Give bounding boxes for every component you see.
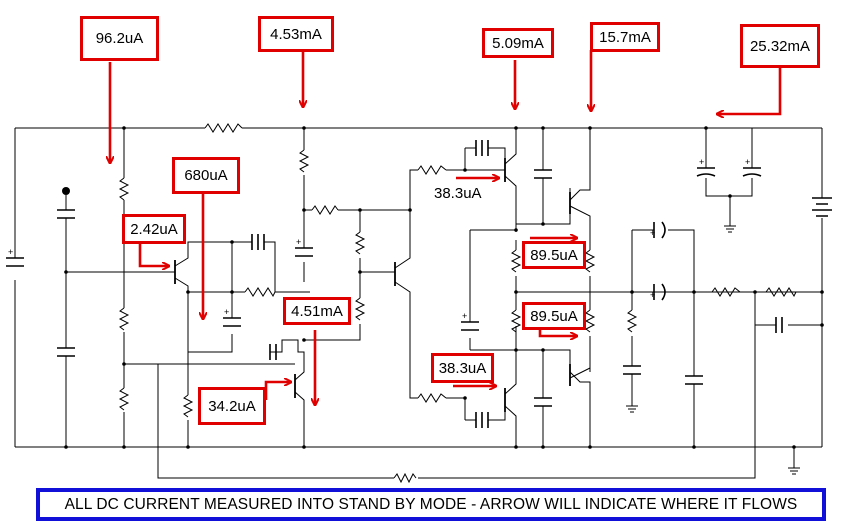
- resistor-r5: [244, 287, 276, 298]
- resistor-r13: [510, 309, 522, 333]
- resistor-r14: [584, 249, 596, 273]
- cap-col-top: [534, 169, 552, 179]
- cap-col-bot: [534, 397, 552, 407]
- resistor-r11: [417, 393, 447, 403]
- cap-drv-top: [475, 140, 489, 156]
- cap-supply-b: [742, 167, 762, 177]
- label-89-5uA-upper: 89.5uA: [522, 241, 586, 269]
- resistor-top-rail: [204, 123, 243, 133]
- resistor-r3: [118, 387, 130, 411]
- resistors: [118, 123, 797, 484]
- cap-q2: [269, 344, 277, 360]
- wiring: [14, 127, 823, 479]
- label-15-7mA: 15.7mA: [590, 22, 660, 52]
- resistor-feedback: [393, 472, 417, 484]
- ground-symbols: [626, 225, 800, 475]
- svg-text:+: +: [224, 307, 229, 317]
- cap-left-rail: [6, 257, 24, 267]
- resistor-r15: [584, 309, 596, 333]
- cap-q1: [251, 234, 259, 250]
- cap-out-c: [775, 317, 783, 333]
- junctions: [64, 126, 824, 449]
- label-38-3uA-bottom: 38.3uA: [431, 353, 494, 383]
- label-89-5uA-lower: 89.5uA: [522, 302, 586, 330]
- cap-out-b: [653, 283, 666, 301]
- svg-text:+: +: [650, 228, 655, 238]
- cap-supply-a: [696, 167, 716, 177]
- arrow-89-5uA-lower: [538, 330, 576, 336]
- resistor-r8: [354, 231, 366, 255]
- resistor-r17: [711, 287, 741, 297]
- cap-mid: [223, 317, 241, 327]
- label-34-2uA: 34.2uA: [198, 387, 266, 425]
- transistors: [174, 158, 571, 412]
- arrow-2-42uA: [138, 244, 168, 266]
- polarity-marks: + + + + + + + +: [8, 157, 750, 321]
- label-4-53mA: 4.53mA: [258, 16, 334, 52]
- capacitors: [6, 140, 783, 428]
- svg-text:+: +: [745, 157, 750, 167]
- resistor-r7: [311, 205, 339, 215]
- cap-zobel: [685, 375, 703, 385]
- label-2-42uA: 2.42uA: [122, 214, 186, 244]
- input-terminal: [62, 187, 70, 195]
- label-96-2uA: 96.2uA: [80, 16, 159, 61]
- footer-caption: ALL DC CURRENT MEASURED INTO STAND BY MO…: [36, 488, 826, 521]
- current-arrows: [110, 50, 782, 404]
- cap-drv-bot: [475, 412, 489, 428]
- resistor-r4: [182, 394, 194, 418]
- label-4-51mA: 4.51mA: [283, 297, 351, 325]
- footer-text: ALL DC CURRENT MEASURED INTO STAND BY MO…: [64, 495, 798, 513]
- resistor-r6: [298, 149, 310, 173]
- cap-input: [57, 209, 75, 219]
- svg-text:+: +: [650, 290, 655, 300]
- arrow-25-32mA: [718, 68, 782, 114]
- resistor-r1: [118, 177, 130, 201]
- resistor-r9: [354, 297, 366, 321]
- cap-input-low: [57, 347, 75, 357]
- label-5-09mA: 5.09mA: [482, 28, 554, 58]
- cap-upper: [295, 247, 313, 257]
- resistor-r10: [417, 165, 447, 175]
- label-38-3uA-top: 38.3uA: [434, 185, 482, 202]
- arrow-34-2uA: [264, 382, 290, 400]
- cap-center: [461, 321, 479, 331]
- resistor-r16: [626, 309, 638, 333]
- resistor-r2: [118, 307, 130, 331]
- label-680uA: 680uA: [172, 157, 240, 194]
- cap-filter: [623, 365, 641, 375]
- svg-text:+: +: [462, 311, 467, 321]
- cap-out-a: [653, 221, 666, 239]
- label-25-32mA: 25.32mA: [740, 24, 820, 68]
- svg-text:+: +: [8, 247, 13, 257]
- resistor-r12: [510, 249, 522, 273]
- resistor-r18: [765, 287, 797, 298]
- svg-text:+: +: [296, 237, 301, 247]
- battery: [812, 197, 832, 217]
- svg-text:+: +: [699, 157, 704, 167]
